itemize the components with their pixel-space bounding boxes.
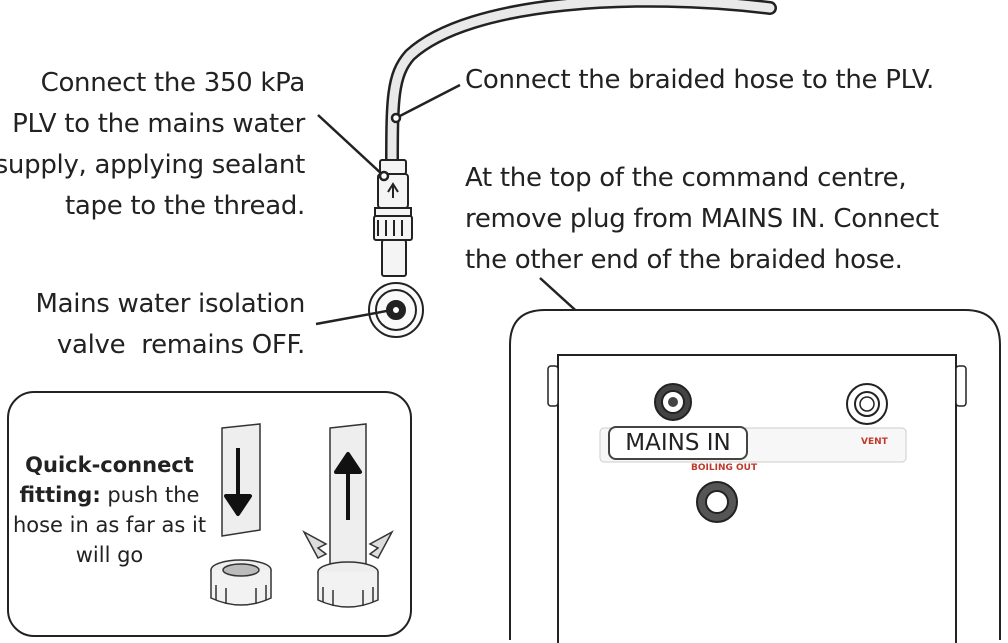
caption-connect-plv: Connect the 350 kPa PLV to the mains wat… bbox=[0, 63, 305, 227]
caption-line: At the top of the command centre, bbox=[465, 163, 907, 193]
caption-line: remove plug from MAINS IN. Connect bbox=[465, 204, 939, 234]
command-centre-panel bbox=[509, 309, 1001, 643]
caption-command-centre: At the top of the command centre, remove… bbox=[465, 158, 939, 281]
caption-line: Mains water isolation bbox=[35, 289, 305, 319]
vent-label: VENT bbox=[861, 437, 888, 447]
quick-connect-caption: Quick-connect fitting: push the hose in … bbox=[12, 450, 207, 570]
quick-connect-title: Quick-connect fitting: bbox=[19, 453, 194, 507]
quick-connect-panel bbox=[7, 391, 412, 637]
caption-line: supply, applying sealant bbox=[0, 150, 305, 180]
boiling-out-port bbox=[696, 481, 738, 523]
braided-hose bbox=[385, 0, 777, 177]
caption-isolation-valve: Mains water isolation valve remains OFF. bbox=[35, 284, 305, 366]
quick-connect-body: push the hose in as far as it will go bbox=[12, 483, 207, 567]
mains-in-port bbox=[654, 383, 692, 421]
caption-line: tape to the thread. bbox=[65, 191, 305, 221]
vent-port bbox=[846, 383, 888, 425]
pipe-push-down bbox=[210, 423, 272, 606]
caption-line: Connect the 350 kPa bbox=[40, 68, 306, 98]
caption-line: the other end of the braided hose. bbox=[465, 245, 903, 275]
caption-line: Connect the braided hose to the PLV. bbox=[465, 65, 935, 95]
mains-in-label: MAINS IN bbox=[608, 426, 748, 460]
caption-connect-hose: Connect the braided hose to the PLV. bbox=[465, 60, 934, 101]
caption-line: PLV to the mains water bbox=[12, 109, 305, 139]
caption-line: valve remains OFF. bbox=[56, 330, 305, 360]
pipe-pull-up bbox=[302, 423, 394, 608]
boiling-out-label: BOILING OUT bbox=[691, 463, 758, 473]
plv-fitting bbox=[373, 159, 413, 277]
isolation-valve bbox=[368, 282, 424, 338]
